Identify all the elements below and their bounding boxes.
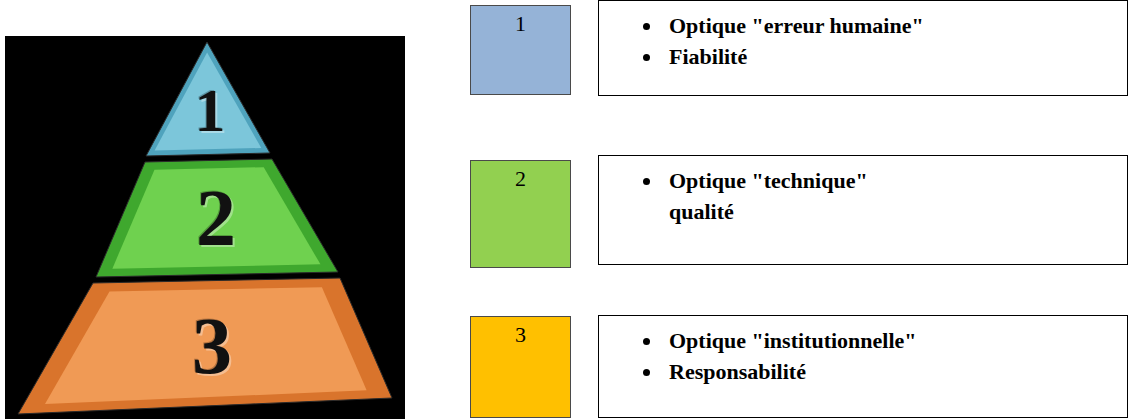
bullet-text: Responsabilité — [669, 359, 806, 384]
bullet-item: Responsabilité — [663, 357, 1113, 388]
bullet-item: Fiabilité — [663, 42, 1113, 73]
pyramid-number: 3 — [192, 306, 232, 386]
bullet-item: Optique "technique" qualité — [663, 166, 913, 228]
bullet-text: Fiabilité — [669, 44, 747, 69]
black-panel — [5, 36, 405, 419]
bullet-item: Optique "erreur humaine" — [663, 11, 1113, 42]
pyramid-number: 1 — [195, 79, 226, 141]
pyramid-number: 2 — [196, 178, 236, 258]
bullet-list: Optique "erreur humaine" Fiabilité — [599, 1, 1127, 83]
band-outline — [18, 278, 392, 414]
text-box: Optique "institutionnelle" Responsabilité — [598, 315, 1128, 418]
square-number: 2 — [471, 161, 570, 191]
color-square: 3 — [470, 316, 571, 418]
band-outline — [96, 159, 338, 277]
text-box: Optique "technique" qualité — [598, 155, 1128, 265]
band-bevel — [112, 167, 320, 268]
color-square: 1 — [470, 5, 571, 95]
bullet-item: Optique "institutionnelle" — [663, 326, 1113, 357]
pyramid-bottom-band: 3 — [18, 278, 392, 414]
band-outline — [146, 42, 270, 156]
color-square: 2 — [470, 160, 571, 268]
text-box: Optique "erreur humaine" Fiabilité — [598, 0, 1128, 96]
bullet-list: Optique "technique" qualité — [599, 156, 927, 238]
bullet-text: Optique "institutionnelle" — [669, 328, 917, 353]
square-number: 3 — [471, 317, 570, 347]
band-bevel — [45, 287, 367, 404]
pyramid-top-band: 1 — [146, 42, 270, 156]
bullet-list: Optique "institutionnelle" Responsabilité — [599, 316, 1127, 398]
square-number: 1 — [471, 6, 570, 36]
bullet-text: Optique "erreur humaine" — [669, 13, 924, 38]
pyramid-middle-band: 2 — [96, 159, 338, 277]
band-bevel — [155, 53, 262, 151]
bullet-text: Optique "technique" qualité — [669, 168, 868, 224]
